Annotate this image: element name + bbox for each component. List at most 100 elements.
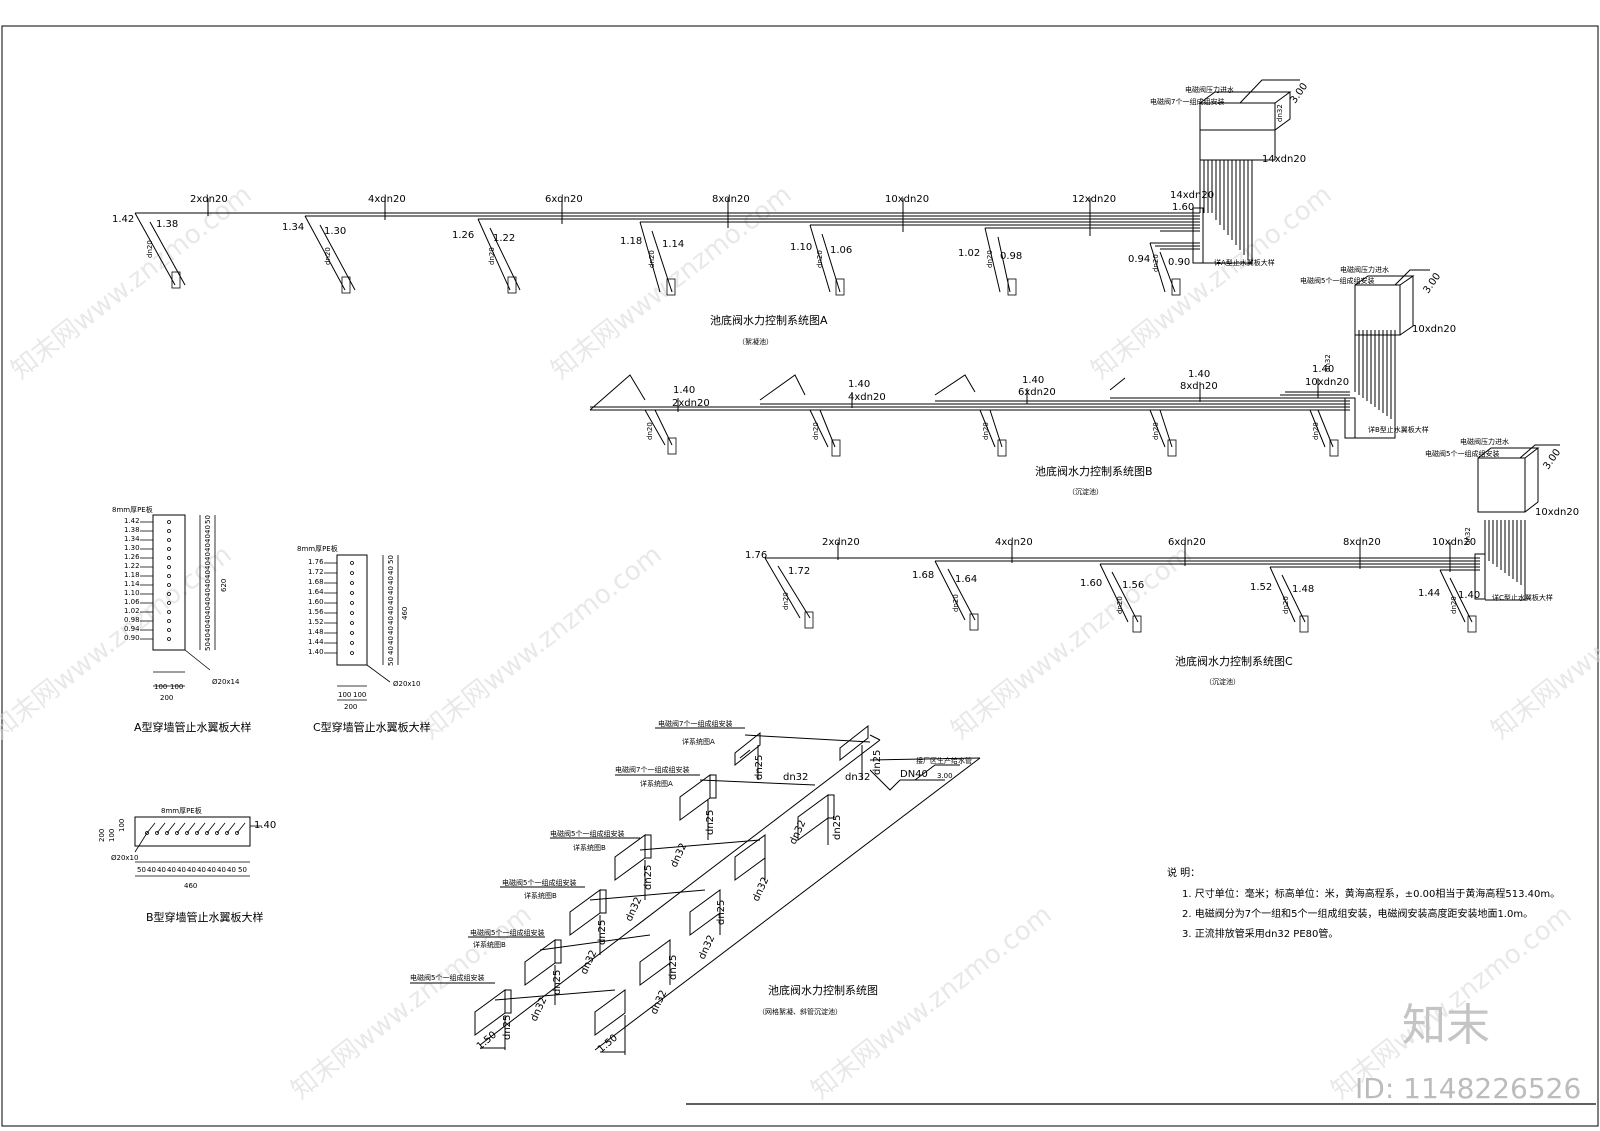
detail-a-elevation: 1.42 — [124, 517, 140, 525]
system-c-elevation: 1.56 — [1122, 580, 1144, 591]
watermark: 知末网www.znzmo.com — [946, 540, 1198, 746]
system-a-elevation: 1.60 — [1172, 202, 1194, 213]
system-c-pipe-label: dn20 — [782, 592, 790, 610]
system-c-pipe-label: dn20 — [952, 594, 960, 612]
system-b-box-side-label: 电磁阀5个一组成组安装 — [1300, 276, 1374, 285]
detail-a-elevation: 1.10 — [124, 589, 140, 597]
system-b-pipe-label: dn20 — [982, 422, 990, 440]
network-group-label: 电磁阀7个一组成组安装 — [658, 719, 732, 728]
network-inlet-note: 接厂区生产给水管 — [916, 756, 972, 765]
detail-b-height: 200 — [98, 829, 106, 842]
network-title: 池底阀水力控制系统图 — [768, 983, 878, 997]
detail-a-elevation: 1.14 — [124, 580, 140, 588]
system-a-elevation: 1.10 — [790, 242, 812, 253]
network-group-label: 电磁阀5个一组成组安装 — [502, 878, 576, 887]
detail-b-spacing: 40 — [217, 866, 226, 874]
system-c-elevation: 1.76 — [745, 550, 767, 561]
system-a-elevation: 1.06 — [830, 245, 852, 256]
system-c-pipe-label: dn20 — [1282, 596, 1290, 614]
system-b-pipes — [589, 269, 1430, 448]
system-a-elevation: 1.30 — [324, 226, 346, 237]
detail-c-spacing: 40 — [387, 586, 395, 595]
watermark: 知末网www.znzmo.com — [0, 540, 238, 746]
detail-c-spacing: 40 — [387, 596, 395, 605]
network-branch-label: dn25 — [643, 865, 654, 890]
system-a-elevation: 0.98 — [1000, 251, 1022, 262]
detail-c-elevation: 1.44 — [308, 638, 324, 646]
detail-a-elevation: 1.38 — [124, 526, 140, 534]
system-a-elevation: 0.94 — [1128, 254, 1150, 265]
detail-a-spacing: 40 — [204, 606, 212, 615]
system-a-elevation: 1.02 — [958, 248, 980, 259]
system-b-elevation: 1.40 — [848, 379, 870, 390]
system-b-segment-label: 2xdn20 — [672, 398, 710, 409]
system-a-elevation: 1.34 — [282, 222, 304, 233]
network-branch-label: dn25 — [502, 1015, 513, 1040]
detail-b-spacing: 40 — [157, 866, 166, 874]
notes-item: 2. 电磁阀分为7个一组和5个一组成组安装，电磁阀安装高度距安装地面1.0m。 — [1182, 907, 1533, 920]
detail-a-plate — [152, 514, 186, 651]
watermark: 知末网www.znzmo.com — [416, 540, 668, 746]
detail-c-spacing: 50 — [387, 555, 395, 564]
system-a-segment-label: 2xdn20 — [190, 194, 228, 205]
detail-a-spacing: 40 — [204, 615, 212, 624]
system-a-elevation: 0.90 — [1168, 257, 1190, 268]
brand-id: ID: 1148226526 — [1355, 1072, 1581, 1105]
system-b-elevation: 1.40 — [1312, 364, 1334, 375]
watermark: 知末网www.znzmo.com — [546, 180, 798, 386]
system-c-title: 池底阀水力控制系统图C — [1175, 654, 1293, 668]
system-a-pipe-label: dn20 — [146, 240, 154, 258]
system-c-riser-label: 10xdn20 — [1535, 507, 1579, 518]
system-b-valves — [667, 437, 1339, 457]
watermark: 知末网www.znzmo.com — [806, 900, 1058, 1106]
detail-b-plate-label: 8mm厚PE板 — [161, 806, 202, 815]
detail-a-spacing: 40 — [204, 588, 212, 597]
system-c-elevation: 1.64 — [955, 574, 977, 585]
detail-b-elevation: 1.40 — [254, 820, 276, 831]
detail-c-plate — [336, 554, 368, 666]
system-c-detail-ref: 详C型止水翼板大样 — [1492, 593, 1553, 602]
network-main-pipe-label: dn32 — [751, 876, 772, 904]
system-c-box-side-label: 电磁阀5个一组成组安装 — [1425, 449, 1499, 458]
detail-a-elevation: 0.90 — [124, 634, 140, 642]
system-a-diagram: 2xdn20 4xdn20 6xdn20 8xdn20 10xdn20 12xd… — [112, 79, 1310, 346]
detail-b-spacing: 40 — [227, 866, 236, 874]
system-c-diagram: 2xdn20 4xdn20 6xdn20 8xdn20 10xdn20 10xd… — [745, 437, 1579, 686]
detail-a-elevation: 1.18 — [124, 571, 140, 579]
detail-a-spacing: 50 — [204, 642, 212, 651]
system-a-box-top-label: 电磁阀压力进水 — [1185, 85, 1234, 94]
network-main-pipe-label: dn32 — [783, 772, 808, 783]
system-b-pipe-label: dn20 — [646, 422, 654, 440]
detail-a-elevation: 1.34 — [124, 535, 140, 543]
detail-c-elevation: 1.56 — [308, 608, 324, 616]
detail-c-width: 100 — [338, 691, 351, 699]
system-a-detail-ref: 详A型止水翼板大样 — [1214, 258, 1275, 267]
network-pipes — [410, 724, 981, 1055]
detail-a-plate-label: 8mm厚PE板 — [112, 505, 153, 514]
detail-b-total: 460 — [184, 882, 197, 890]
system-b-box-elevation: 3.00 — [1421, 271, 1443, 296]
detail-b-title: B型穿墙管止水翼板大样 — [146, 910, 264, 924]
system-c-segment-label: 10xdn20 — [1432, 537, 1476, 548]
system-a-box-elevation: 3.00 — [1288, 81, 1310, 106]
detail-a-spacing: 40 — [204, 561, 212, 570]
network-group-label: 电磁阀7个一组成组安装 — [615, 765, 689, 774]
detail-b-spacing: 40 — [147, 866, 156, 874]
detail-a-elevation: 1.22 — [124, 562, 140, 570]
network-ref-label: 详系统图B — [573, 843, 606, 852]
detail-a-spacing: 40 — [204, 624, 212, 633]
detail-a: 8mm厚PE板 1.42 1.38 1.34 1.30 1.26 1.22 1.… — [112, 505, 252, 734]
system-a-pipe-label: dn20 — [1152, 254, 1160, 272]
system-b-detail-ref: 详B型止水翼板大样 — [1368, 425, 1429, 434]
detail-a-spacing: 40 — [204, 543, 212, 552]
system-a-pipe-label: dn20 — [648, 250, 656, 268]
system-a-elevation: 1.38 — [156, 219, 178, 230]
detail-b: 8mm厚PE板 1.40 200 100 100 Ø20x10 50 40 40… — [98, 806, 276, 924]
detail-b-height: 100 — [118, 819, 126, 832]
system-a-elevation: 1.18 — [620, 236, 642, 247]
detail-a-width: 100 — [170, 683, 183, 691]
sheet-border — [1, 25, 1599, 1127]
system-c-valves — [804, 611, 1477, 633]
detail-b-plate — [134, 816, 251, 847]
system-c-pipes — [764, 444, 1560, 623]
